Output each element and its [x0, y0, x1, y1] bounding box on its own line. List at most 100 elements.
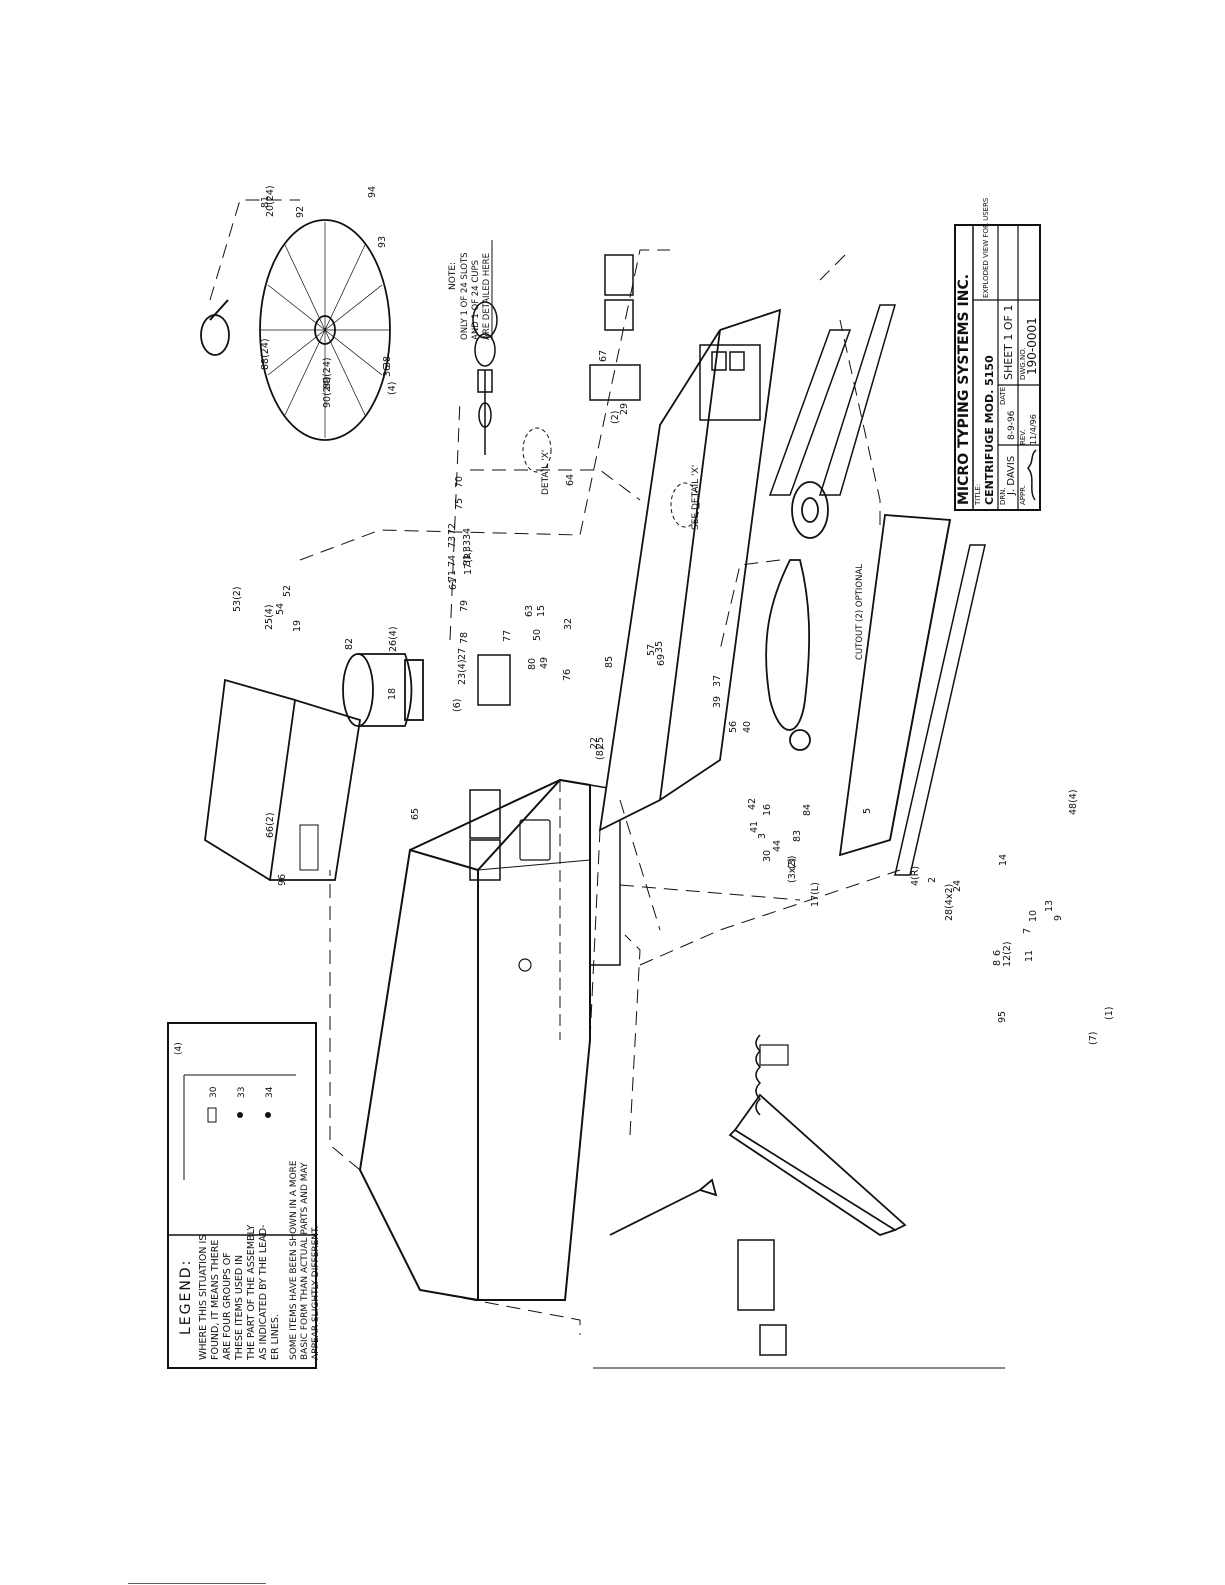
drawing-number: 190-0001	[1025, 317, 1039, 375]
callout-15: 15	[536, 605, 547, 617]
callout-49: 49	[539, 657, 550, 669]
legend-line: ER LINES.	[270, 1314, 281, 1360]
callout-41: 41	[749, 821, 760, 833]
callout-61: 61	[448, 578, 459, 590]
callout-19: 19	[292, 620, 303, 632]
callout-26-4: 26(4)	[388, 626, 399, 652]
callout-54: 54	[275, 603, 286, 615]
callout-30: 30	[762, 850, 773, 862]
drive-belt	[765, 481, 829, 751]
hub-stack	[472, 301, 498, 455]
callout-32: 32	[563, 618, 574, 630]
legend-line: THESE ITEMS USED IN	[234, 1255, 245, 1361]
callout-81: 81	[260, 196, 271, 208]
callout-39: 39	[712, 696, 723, 708]
legend-note: BASIC FORM THAN ACTUAL PARTS AND MAY	[300, 1162, 310, 1360]
callout-56: 56	[728, 721, 739, 733]
bottom-plate	[838, 514, 952, 857]
callout-70: 70	[454, 476, 465, 488]
callout-17-R: 17(R)	[463, 549, 474, 575]
legend-line: THE PART OF THE ASSEMBLY	[246, 1224, 257, 1361]
view-name: EXPLODED VIEW FOR USERS	[982, 197, 990, 298]
legend-note: SOME ITEMS HAVE BEEN SHOWN IN A MORE	[289, 1160, 299, 1360]
rotor-note: NOTE: ONLY 1 OF 24 SLOTS AND 1 OF 24 CUP…	[448, 240, 493, 340]
callout-33: 33	[462, 540, 473, 552]
circuit-board	[589, 254, 761, 421]
callout-25-4: 25(4)	[264, 604, 275, 630]
drawn-by: J. DAVIS	[1006, 456, 1017, 496]
callout-84: 84	[802, 804, 813, 816]
callout--3: (3)	[787, 856, 798, 869]
base-chassis	[598, 308, 782, 832]
date-label: DATE	[999, 387, 1007, 405]
legend-example-item: 30	[209, 1086, 219, 1098]
callout-93: 93	[377, 236, 388, 248]
callout-5: 5	[862, 808, 873, 814]
callout-4-R: 4(R)	[910, 866, 921, 886]
leader-lines	[209, 199, 901, 1335]
legend-line: AS INDICATED BY THE LEAD-	[258, 1225, 269, 1360]
legend-line: WHERE THIS SITUATION IS	[198, 1235, 209, 1360]
callout-24: 24	[952, 880, 963, 892]
detail-labels: DETAIL 'X' SEE DETAIL 'X' CUTOUT (2) OPT…	[522, 427, 865, 660]
callout-35: 35	[654, 641, 665, 653]
callout-11: 11	[1024, 950, 1035, 962]
callout-28-4x2: 28(4x2)	[944, 884, 955, 921]
detail-x-label: DETAIL 'X'	[541, 450, 551, 495]
callout-75: 75	[454, 498, 465, 510]
footnote-link-rule	[128, 1583, 266, 1584]
callout-73: 73	[447, 536, 458, 548]
rev-label: REV.	[1019, 430, 1027, 445]
callout-22: 22	[589, 737, 600, 749]
callout--4: (4)	[387, 382, 398, 395]
callout-36: 36	[382, 365, 393, 377]
callout-52: 52	[282, 585, 293, 597]
callout-76: 76	[562, 669, 573, 681]
drn-label: DRN.	[999, 487, 1007, 505]
callout-16: 16	[762, 804, 773, 816]
callout-31: 31	[462, 554, 473, 566]
company-name: MICRO TYPING SYSTEMS INC.	[956, 274, 972, 505]
callout-20-24: 20(24)	[265, 185, 276, 217]
callout-12-2: 12(2)	[1002, 941, 1013, 967]
callout-77: 77	[502, 630, 513, 642]
callout-65: 65	[410, 808, 421, 820]
drawing-title: CENTRIFUGE MOD. 5150	[983, 355, 996, 505]
motor	[342, 653, 424, 727]
callout-8: 8	[992, 960, 1003, 966]
legend-line: FOUND, IT MEANS THERE	[210, 1240, 221, 1360]
callout-92: 92	[295, 206, 306, 218]
callout-74: 74	[447, 555, 458, 567]
callout-95: 95	[997, 1011, 1008, 1023]
callout-96: 96	[277, 874, 288, 886]
title-label: TITLE:	[974, 484, 982, 506]
callout-40: 40	[742, 721, 753, 733]
callout-64: 64	[565, 474, 576, 486]
legend-example-group: (4)	[174, 1042, 184, 1055]
legend-example-item: 34	[265, 1086, 275, 1098]
callout-89-24: 89(24)	[322, 357, 333, 389]
drawn-date: 8-9-96	[1007, 410, 1017, 440]
callout--8: (8)	[595, 747, 606, 760]
callout-66-2: 66(2)	[265, 812, 276, 838]
callout-71: 71	[447, 570, 458, 582]
relay-block	[737, 1239, 787, 1356]
callout-83: 83	[792, 830, 803, 842]
legend-line: ARE FOUR GROUPS OF	[222, 1252, 233, 1360]
callout-67: 67	[598, 350, 609, 362]
sheet-number: SHEET 1 OF 1	[1002, 305, 1015, 380]
callout--2: (2)	[610, 411, 621, 424]
rotor-note-line: ONLY 1 OF 24 SLOTS	[460, 252, 470, 340]
callout-27: 27	[457, 648, 468, 660]
callout-25: 25	[595, 737, 606, 749]
callout-9: 9	[1053, 915, 1064, 921]
callout-29: 29	[619, 403, 630, 415]
appr-label: APPR.	[1019, 485, 1027, 505]
callout-37: 37	[712, 675, 723, 687]
callout-79: 79	[459, 600, 470, 612]
handle-95	[609, 1178, 718, 1236]
callout-38: 38	[382, 356, 393, 368]
callout-50: 50	[532, 629, 543, 641]
top-cover	[204, 678, 362, 881]
